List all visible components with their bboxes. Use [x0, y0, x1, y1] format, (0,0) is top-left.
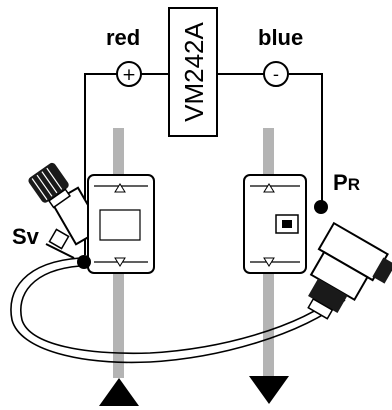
blue-wire-label: blue — [258, 25, 303, 50]
plus-sign: + — [122, 65, 136, 85]
supply-valve-body — [87, 174, 155, 274]
minus-sign: - — [273, 65, 279, 85]
supply-valve-label: Sv — [12, 224, 40, 249]
minus-terminal: - — [263, 61, 289, 87]
flow-arrow-up — [99, 378, 139, 406]
flow-arrow-down — [249, 376, 289, 404]
meter-label: VM242A — [179, 21, 209, 121]
return-valve-body — [243, 174, 307, 274]
plus-terminal: + — [116, 61, 142, 87]
supply-valve-handwheel — [28, 162, 72, 209]
supply-sensor-port — [77, 255, 91, 269]
return-sensor-port — [314, 200, 328, 214]
signal-wiring — [84, 73, 323, 255]
capillary-tube — [10, 257, 346, 364]
return-valve-label: PR — [333, 170, 360, 195]
red-wire-label: red — [106, 25, 140, 50]
supply-valve — [45, 174, 155, 274]
return-valve — [243, 174, 328, 274]
meter-box: VM242A — [168, 7, 218, 137]
return-valve-actuator — [307, 221, 392, 320]
